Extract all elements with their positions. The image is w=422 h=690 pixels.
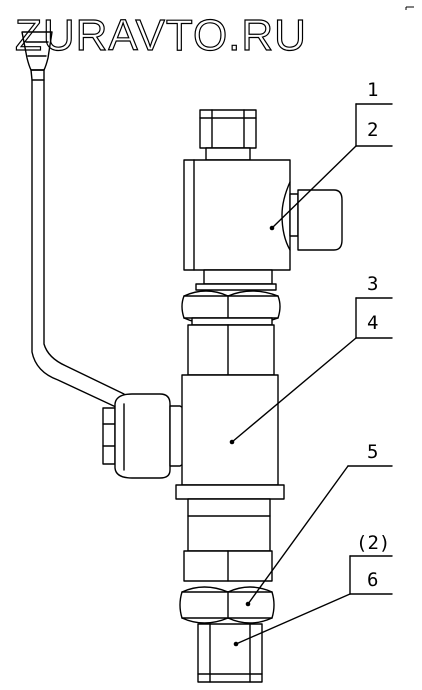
- part-1-top-nipple: [199, 109, 257, 161]
- callout-6-qty-label: (2): [356, 532, 390, 554]
- part-6-bottom-nipple: [197, 623, 263, 683]
- callout-6: (2) 6: [235, 532, 393, 645]
- part-4-tee-body: [175, 374, 285, 500]
- stem: [187, 324, 275, 376]
- callout-5-label: 5: [367, 441, 378, 463]
- callout-1-label: 1: [367, 79, 378, 101]
- callout-5: 5: [247, 441, 393, 605]
- hose: [21, 31, 125, 409]
- callout-3-label: 3: [367, 273, 378, 295]
- corner-mark: [405, 6, 414, 10]
- lower-stem: [183, 498, 273, 582]
- callout-6-label: 6: [367, 569, 378, 591]
- part-2-valve-body: [183, 159, 343, 291]
- callout-3-4: 3 4: [231, 273, 393, 443]
- callout-4-label: 4: [367, 312, 378, 334]
- part-5-hex-nut: [179, 586, 275, 624]
- part-3-hex-nut: [181, 290, 281, 326]
- callout-1-2: 1 2: [271, 79, 393, 229]
- callout-2-label: 2: [367, 119, 378, 141]
- watermark-text: ZURAVTO.RU: [15, 11, 307, 60]
